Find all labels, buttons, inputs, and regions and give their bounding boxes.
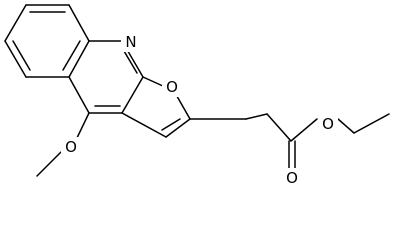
propanoate-chain	[189, 113, 390, 172]
benzene-ring	[4, 4, 90, 78]
methoxy-group	[36, 112, 90, 177]
nitrogen-label: N	[125, 33, 136, 51]
furan-oxygen-label: O	[166, 78, 178, 96]
methoxy-oxygen-label: O	[65, 138, 77, 156]
chemical-structure-diagram: N O O O O	[4, 4, 390, 188]
atom-labels: N O O O O	[61, 32, 338, 188]
ester-oxygen-label: O	[322, 115, 334, 133]
carbonyl-oxygen-label: O	[286, 169, 298, 187]
